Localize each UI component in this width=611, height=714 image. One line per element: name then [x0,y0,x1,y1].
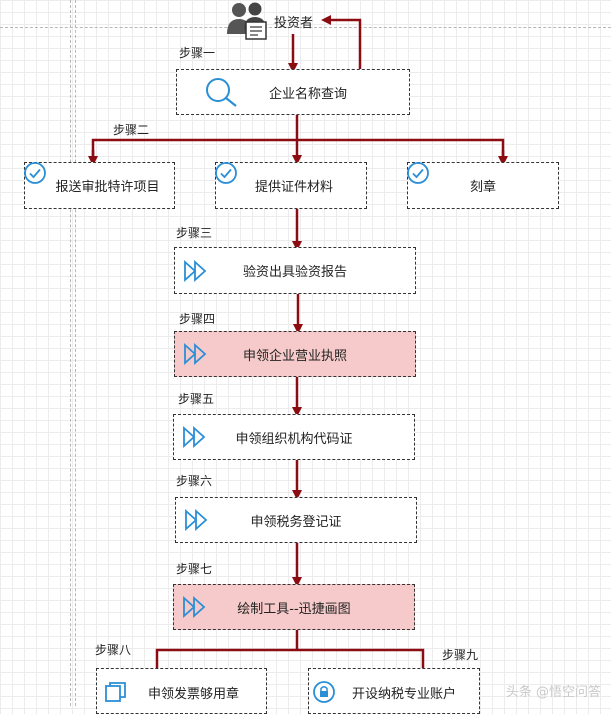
node-tool[interactable]: 绘制工具--迅捷画图 [173,584,415,630]
fast-forward-icon [184,509,210,531]
node-label: 开设纳税专业账户 [351,687,456,702]
step-label-6: 步骤六 [176,474,213,488]
lock-icon [313,681,335,703]
node-label: 绘制工具--迅捷画图 [237,601,351,617]
fast-forward-icon [182,596,208,618]
check-circle-icon [406,161,430,185]
node-label: 提供证件材料 [254,180,333,195]
watermark: 头条 @悟空问答 [506,681,601,700]
check-circle-icon [23,161,47,185]
step-label-9: 步骤九 [442,648,479,662]
guide-line [0,27,611,28]
node-label: 申领税务登记证 [250,514,342,530]
node-provide-docs[interactable]: 提供证件材料 [215,162,367,209]
node-label: 验资出具验资报告 [242,265,347,280]
node-submit-approval[interactable]: 报送审批特许项目 [24,162,175,209]
node-capital-report[interactable]: 验资出具验资报告 [174,247,416,294]
node-org-code[interactable]: 申领组织机构代码证 [173,414,415,460]
search-icon [203,76,239,108]
investor-label: 投资者 [274,16,314,31]
fast-forward-icon [182,426,208,448]
step-label-2: 步骤二 [113,123,150,137]
step-label-7: 步骤七 [176,562,213,576]
node-engrave-seal[interactable]: 刻章 [407,162,559,209]
step-label-1: 步骤一 [179,46,216,60]
check-circle-icon [214,161,238,185]
node-business-license[interactable]: 申领企业营业执照 [174,331,416,377]
node-invoice[interactable]: 申领发票够用章 [96,668,267,714]
node-label: 申领发票够用章 [147,687,239,702]
node-label: 刻章 [469,180,496,195]
investor-icon [224,0,272,46]
node-name-query[interactable]: 企业名称查询 [176,69,410,115]
document-icon [105,682,127,702]
fast-forward-icon [183,343,209,365]
step-label-3: 步骤三 [176,226,213,240]
step-label-4: 步骤四 [179,312,216,326]
watermark-text: 头条 @悟空问答 [505,685,601,700]
step-label-8: 步骤八 [95,643,132,657]
guide-line [70,0,71,706]
fast-forward-icon [183,259,209,282]
node-tax-account[interactable]: 开设纳税专业账户 [308,668,480,714]
node-label: 申领组织机构代码证 [235,431,353,447]
node-label: 企业名称查询 [268,86,347,102]
node-label: 报送审批特许项目 [55,180,160,195]
node-tax-register[interactable]: 申领税务登记证 [175,497,417,543]
node-label: 申领企业营业执照 [242,348,347,364]
guide-line [75,0,76,706]
step-label-5: 步骤五 [178,392,215,406]
